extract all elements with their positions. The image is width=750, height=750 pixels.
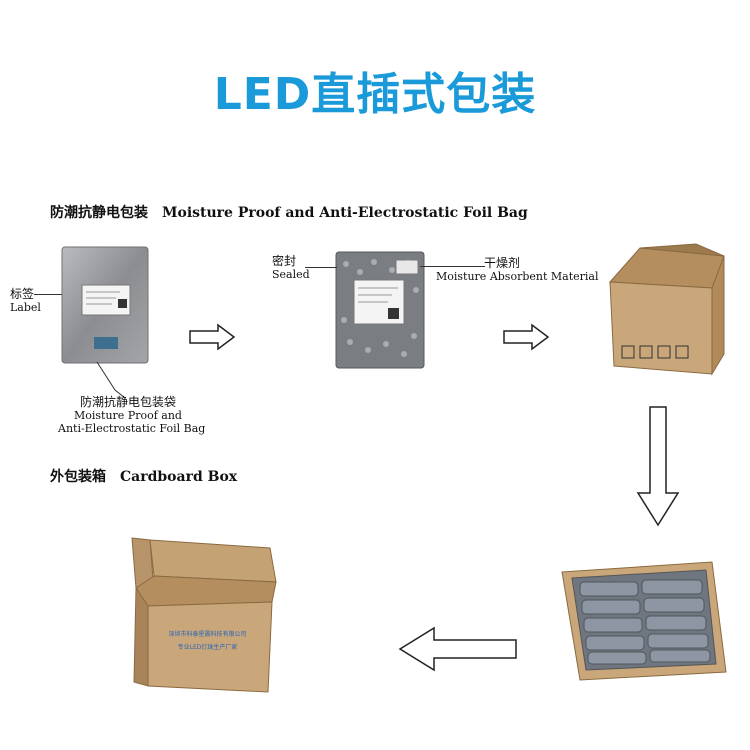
page-title: LED直插式包装: [213, 69, 537, 120]
foil-bag-caption-cn: 防潮抗静电包装袋: [79, 395, 176, 409]
desiccant-pointer-line: [420, 266, 485, 267]
section-heading-cardboard-box-en: Cardboard Box: [120, 469, 238, 485]
desiccant-caption-en: Moisture Absorbent Material: [436, 270, 599, 283]
open-cardboard-box-image: [608, 243, 725, 376]
foil-bag-image: [61, 246, 149, 364]
box-print-text: 深圳市科泰星晨科技有限公司 专业LED灯珠生产厂家: [150, 628, 265, 654]
sealed-caption-cn: 密封: [272, 254, 297, 268]
box-print-line1: 深圳市科泰星晨科技有限公司: [168, 631, 247, 638]
sealed-pointer-line: [305, 267, 337, 268]
label-caption-cn: 标签: [10, 287, 35, 301]
label-pointer-line: [34, 294, 62, 295]
sealed-bag-image: [335, 251, 425, 369]
bag-pointer-line: [96, 361, 126, 399]
arrow-right-icon: [503, 323, 550, 351]
foil-bag-caption-en-1: Moisture Proof and: [74, 409, 182, 422]
section-heading-cardboard-box: 外包装箱 Cardboard Box: [50, 466, 237, 486]
desiccant-caption: 干燥剂 Moisture Absorbent Material: [436, 256, 599, 284]
foil-bag-caption-en-2: Anti-Electrostatic Foil Bag: [58, 422, 206, 435]
sealed-caption-en: Sealed: [272, 268, 310, 281]
printed-cardboard-box-image: [131, 537, 277, 693]
arrow-right-icon: [189, 323, 236, 351]
section-heading-foil-bag-cn: 防潮抗静电包装: [50, 205, 148, 221]
label-caption: 标签 Label: [10, 287, 41, 315]
arrow-left-icon: [398, 626, 517, 672]
packed-box-image: [561, 561, 727, 681]
section-heading-foil-bag: 防潮抗静电包装 Moisture Proof and Anti-Electrost…: [50, 202, 528, 222]
desiccant-caption-cn: 干燥剂: [484, 256, 521, 270]
section-heading-cardboard-box-cn: 外包装箱: [50, 469, 106, 485]
foil-bag-caption: 防潮抗静电包装袋 Moisture Proof and Anti-Electro…: [58, 395, 206, 436]
arrow-down-icon: [636, 406, 680, 527]
label-caption-en: Label: [10, 301, 41, 314]
section-heading-foil-bag-en: Moisture Proof and Anti-Electrostatic Fo…: [162, 205, 528, 221]
sealed-caption: 密封 Sealed: [272, 254, 310, 282]
box-print-line2: 专业LED灯珠生产厂家: [177, 644, 238, 651]
